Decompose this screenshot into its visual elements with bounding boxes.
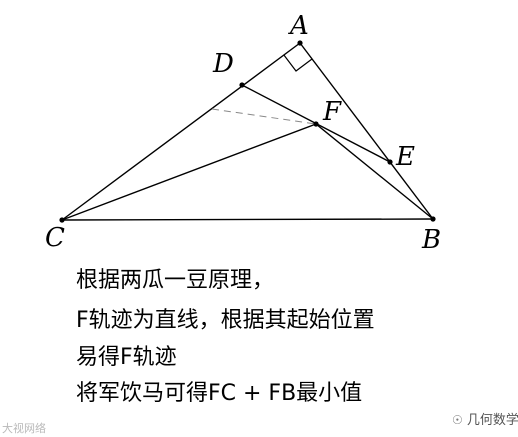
label-F: F [322, 97, 342, 127]
segment-CA [61, 42, 301, 221]
point-D [239, 82, 245, 88]
segment-AB [299, 42, 434, 220]
caption-line-4: 将军饮马可得FC + FB最小值 [76, 381, 363, 406]
segment-FB [315, 123, 434, 220]
wechat-icon: ☉ [452, 413, 463, 427]
segment-CB [61, 218, 434, 221]
segment-CF [61, 123, 317, 221]
label-A: A [288, 11, 309, 41]
point-A [297, 40, 303, 46]
watermark-right: ☉ 几何数学 [452, 409, 518, 428]
caption-line-3: 易得F轨迹 [76, 345, 177, 370]
watermark-right-text: 几何数学 [466, 413, 518, 428]
point-F [313, 121, 319, 127]
point-E [387, 159, 393, 165]
label-B: B [421, 225, 441, 255]
locus-dashed-line [211, 108, 317, 125]
label-D: D [212, 49, 234, 79]
label-C: C [45, 223, 65, 253]
label-E: E [395, 142, 415, 172]
point-B [430, 216, 436, 222]
watermark-left: 大视网络 [2, 422, 46, 435]
point-C [59, 217, 65, 223]
right-angle-marker [283, 54, 313, 72]
caption-line-1: 根据两瓜一豆原理， [76, 268, 275, 293]
caption-line-2: F轨迹为直线，根据其起始位置 [76, 308, 375, 333]
